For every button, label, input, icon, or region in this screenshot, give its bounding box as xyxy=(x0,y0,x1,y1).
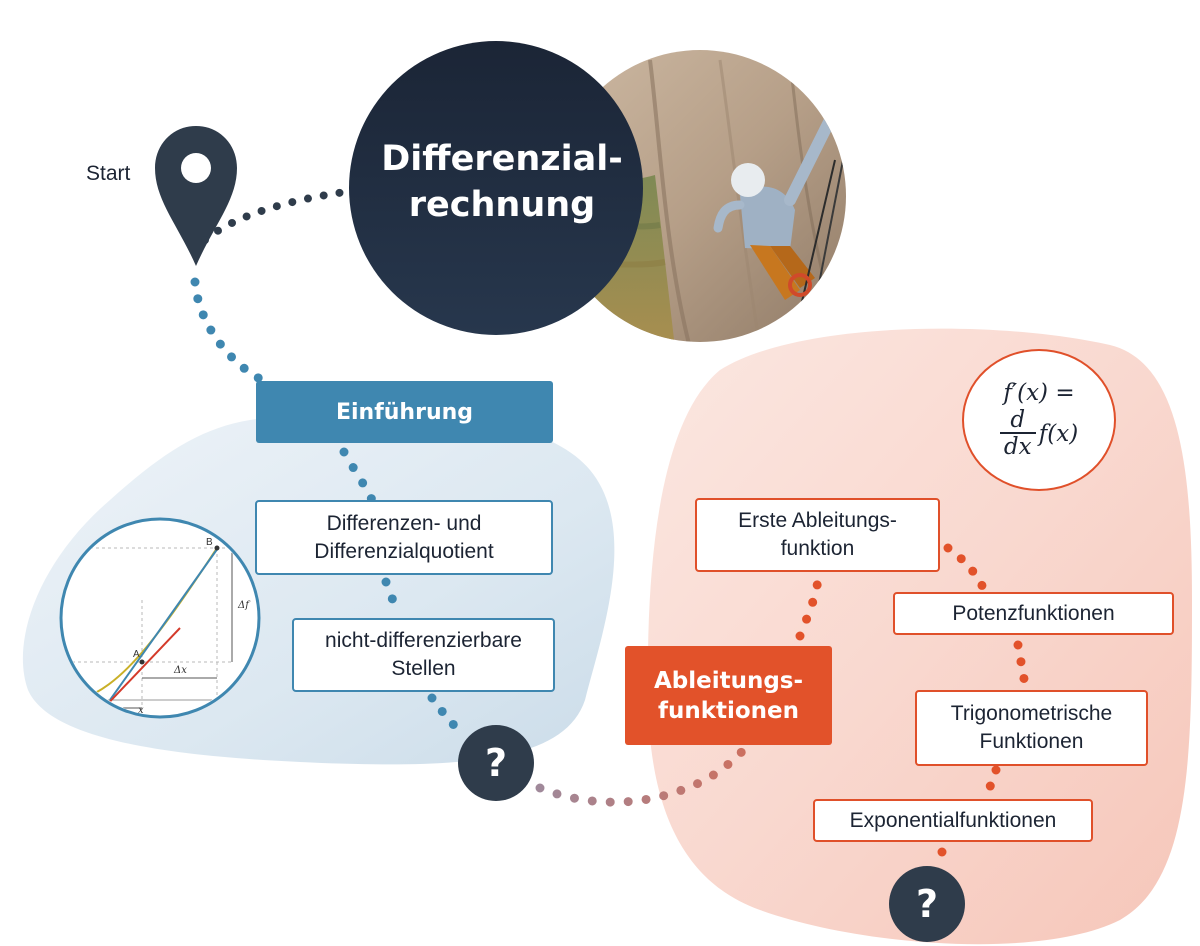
fraction-bar xyxy=(999,432,1036,434)
topic-potenzfunktionen[interactable]: Potenzfunktionen xyxy=(893,592,1174,635)
graph-label-point-a: A xyxy=(133,649,140,660)
topic-differenzenquotient[interactable]: Differenzen- und Differenzialquotient xyxy=(255,500,553,575)
topic-exponentialfunktionen[interactable]: Exponentialfunktionen xyxy=(813,799,1093,842)
question-icon[interactable]: ? xyxy=(458,725,534,801)
formula-function: f(x) xyxy=(1038,421,1079,447)
topic-trigonometrische-funktionen[interactable]: Trigonometrische Funktionen xyxy=(915,690,1148,766)
title-circle xyxy=(349,41,643,335)
dotted-path-start-einfuehrung xyxy=(190,277,267,385)
question-icon[interactable]: ? xyxy=(889,866,965,942)
derivative-formula: f′(x) = d dx f(x) xyxy=(962,349,1116,491)
graph-label-delta-x: Δx xyxy=(174,665,187,676)
dotted-path-expo-question xyxy=(929,847,947,871)
dotted-path-ableitung-first xyxy=(795,575,823,641)
dotted-path-potenz-trig xyxy=(1013,640,1031,695)
topic-nicht-differenzierbar[interactable]: nicht-differenzierbare Stellen xyxy=(292,618,555,692)
ableitungsfunktionen-header[interactable]: Ableitungs- funktionen xyxy=(625,646,832,745)
einfuehrung-header[interactable]: Einführung xyxy=(256,381,553,443)
dotted-path-trig-expo xyxy=(981,765,1001,803)
dotted-path-to-question-1 xyxy=(427,693,467,740)
dotted-path-first-potenz xyxy=(943,543,990,597)
graph-label-delta-f: Δf xyxy=(238,600,249,611)
graph-label-x: x xyxy=(138,705,144,716)
dotted-path-topic-link xyxy=(381,577,403,619)
dotted-path-start-title xyxy=(201,188,349,244)
formula-denominator: dx xyxy=(1003,434,1032,460)
start-label: Start xyxy=(86,162,131,185)
page-title: Differenzial- rechnung xyxy=(381,139,623,225)
climber-photo xyxy=(554,50,846,342)
formula-numerator: d xyxy=(1010,407,1026,433)
dotted-path-einfuehrung-topics xyxy=(339,447,377,505)
topic-erste-ableitungsfunktion[interactable]: Erste Ableitungs- funktion xyxy=(695,498,940,572)
location-pin-icon xyxy=(155,126,237,266)
formula-line-1: f′(x) = xyxy=(1003,380,1075,406)
graph-label-point-b: B xyxy=(206,537,213,548)
